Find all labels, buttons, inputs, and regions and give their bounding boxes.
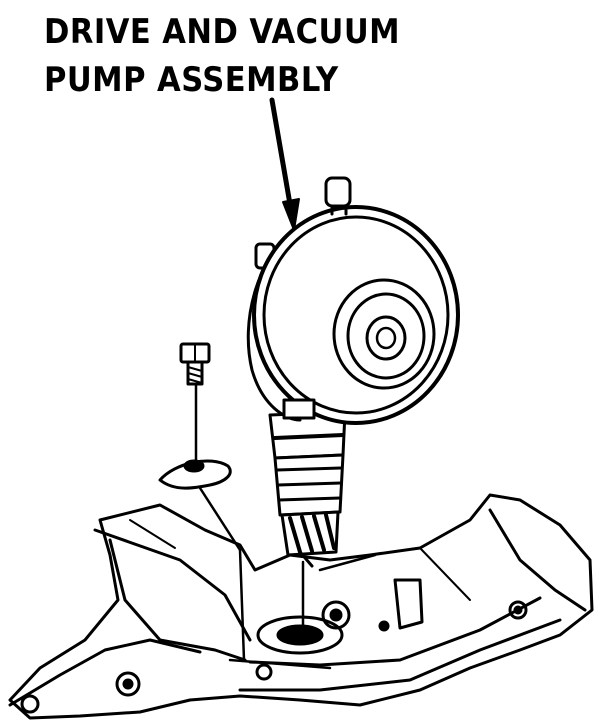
gear-tooth-3 (312, 514, 326, 552)
gear-hub (298, 550, 314, 568)
shaft-band-2 (275, 466, 343, 472)
gear-tooth-2 (300, 515, 314, 553)
housing-vacuum-port (365, 315, 407, 361)
pump-housing (246, 176, 460, 425)
gear-tooth-4 (324, 513, 336, 550)
bolt-hole-corner (20, 694, 40, 714)
block-lower-edge (248, 596, 542, 667)
block-bracket (393, 578, 424, 630)
gear-tooth-1 (288, 516, 302, 554)
bolt-hole-bottom (255, 663, 273, 681)
bolt-hole-right (508, 600, 528, 620)
housing-face-boss-inner (346, 292, 426, 380)
bolt-thread-3 (187, 378, 203, 384)
leader-arrow-shaft (269, 97, 294, 213)
housing-vacuum-port-bore (375, 326, 397, 350)
guide-base (228, 658, 332, 670)
clamp-hole (183, 459, 205, 473)
shaft-band-3 (276, 481, 343, 487)
guide-bolt-diagonal (198, 486, 242, 552)
bolt-hole-center-inner (329, 608, 343, 622)
pump-shaft (268, 410, 347, 568)
mounting-bore (256, 615, 344, 655)
leader-arrow-head (282, 198, 300, 231)
bolt-thread-2 (187, 372, 203, 378)
bolt-hole-left (115, 671, 141, 697)
callout-label-line-2: PUMP ASSEMBLY (44, 60, 339, 100)
bolt-hole-right-inner (513, 605, 523, 615)
bolt-hole-small (378, 620, 390, 632)
block-right-edge (488, 508, 587, 612)
block-rib (129, 519, 176, 549)
housing-face-boss (332, 278, 436, 390)
shaft-band-4 (277, 496, 342, 502)
install-guides (194, 378, 377, 670)
hold-down-clamp (158, 459, 232, 490)
bolt-thread-1 (187, 366, 203, 372)
callout-label: DRIVE AND VACUUM PUMP ASSEMBLY (44, 8, 400, 104)
block-left-flange (8, 638, 202, 707)
block-left-wall (108, 538, 247, 662)
bore-inner (276, 624, 324, 646)
housing-mount-lug (282, 398, 316, 420)
block-divider (419, 547, 471, 601)
bolt-hole-center (321, 600, 351, 630)
guide-bolt-drop (238, 548, 246, 662)
block-lower-flange (238, 618, 562, 692)
bore-outer (256, 615, 344, 655)
callout-label-line-1: DRIVE AND VACUUM (44, 12, 401, 52)
housing-top-fitting (324, 176, 352, 208)
hold-down-bolt (179, 342, 211, 386)
housing-face-outer (252, 205, 460, 425)
leader-arrow (269, 97, 300, 231)
housing-face-rim (262, 215, 450, 415)
guide-right (318, 553, 377, 572)
shaft-band-1 (273, 433, 345, 440)
bolt-holes (20, 600, 528, 714)
block-upper-rail (93, 528, 252, 642)
bolt-hole-left-inner (122, 678, 134, 690)
